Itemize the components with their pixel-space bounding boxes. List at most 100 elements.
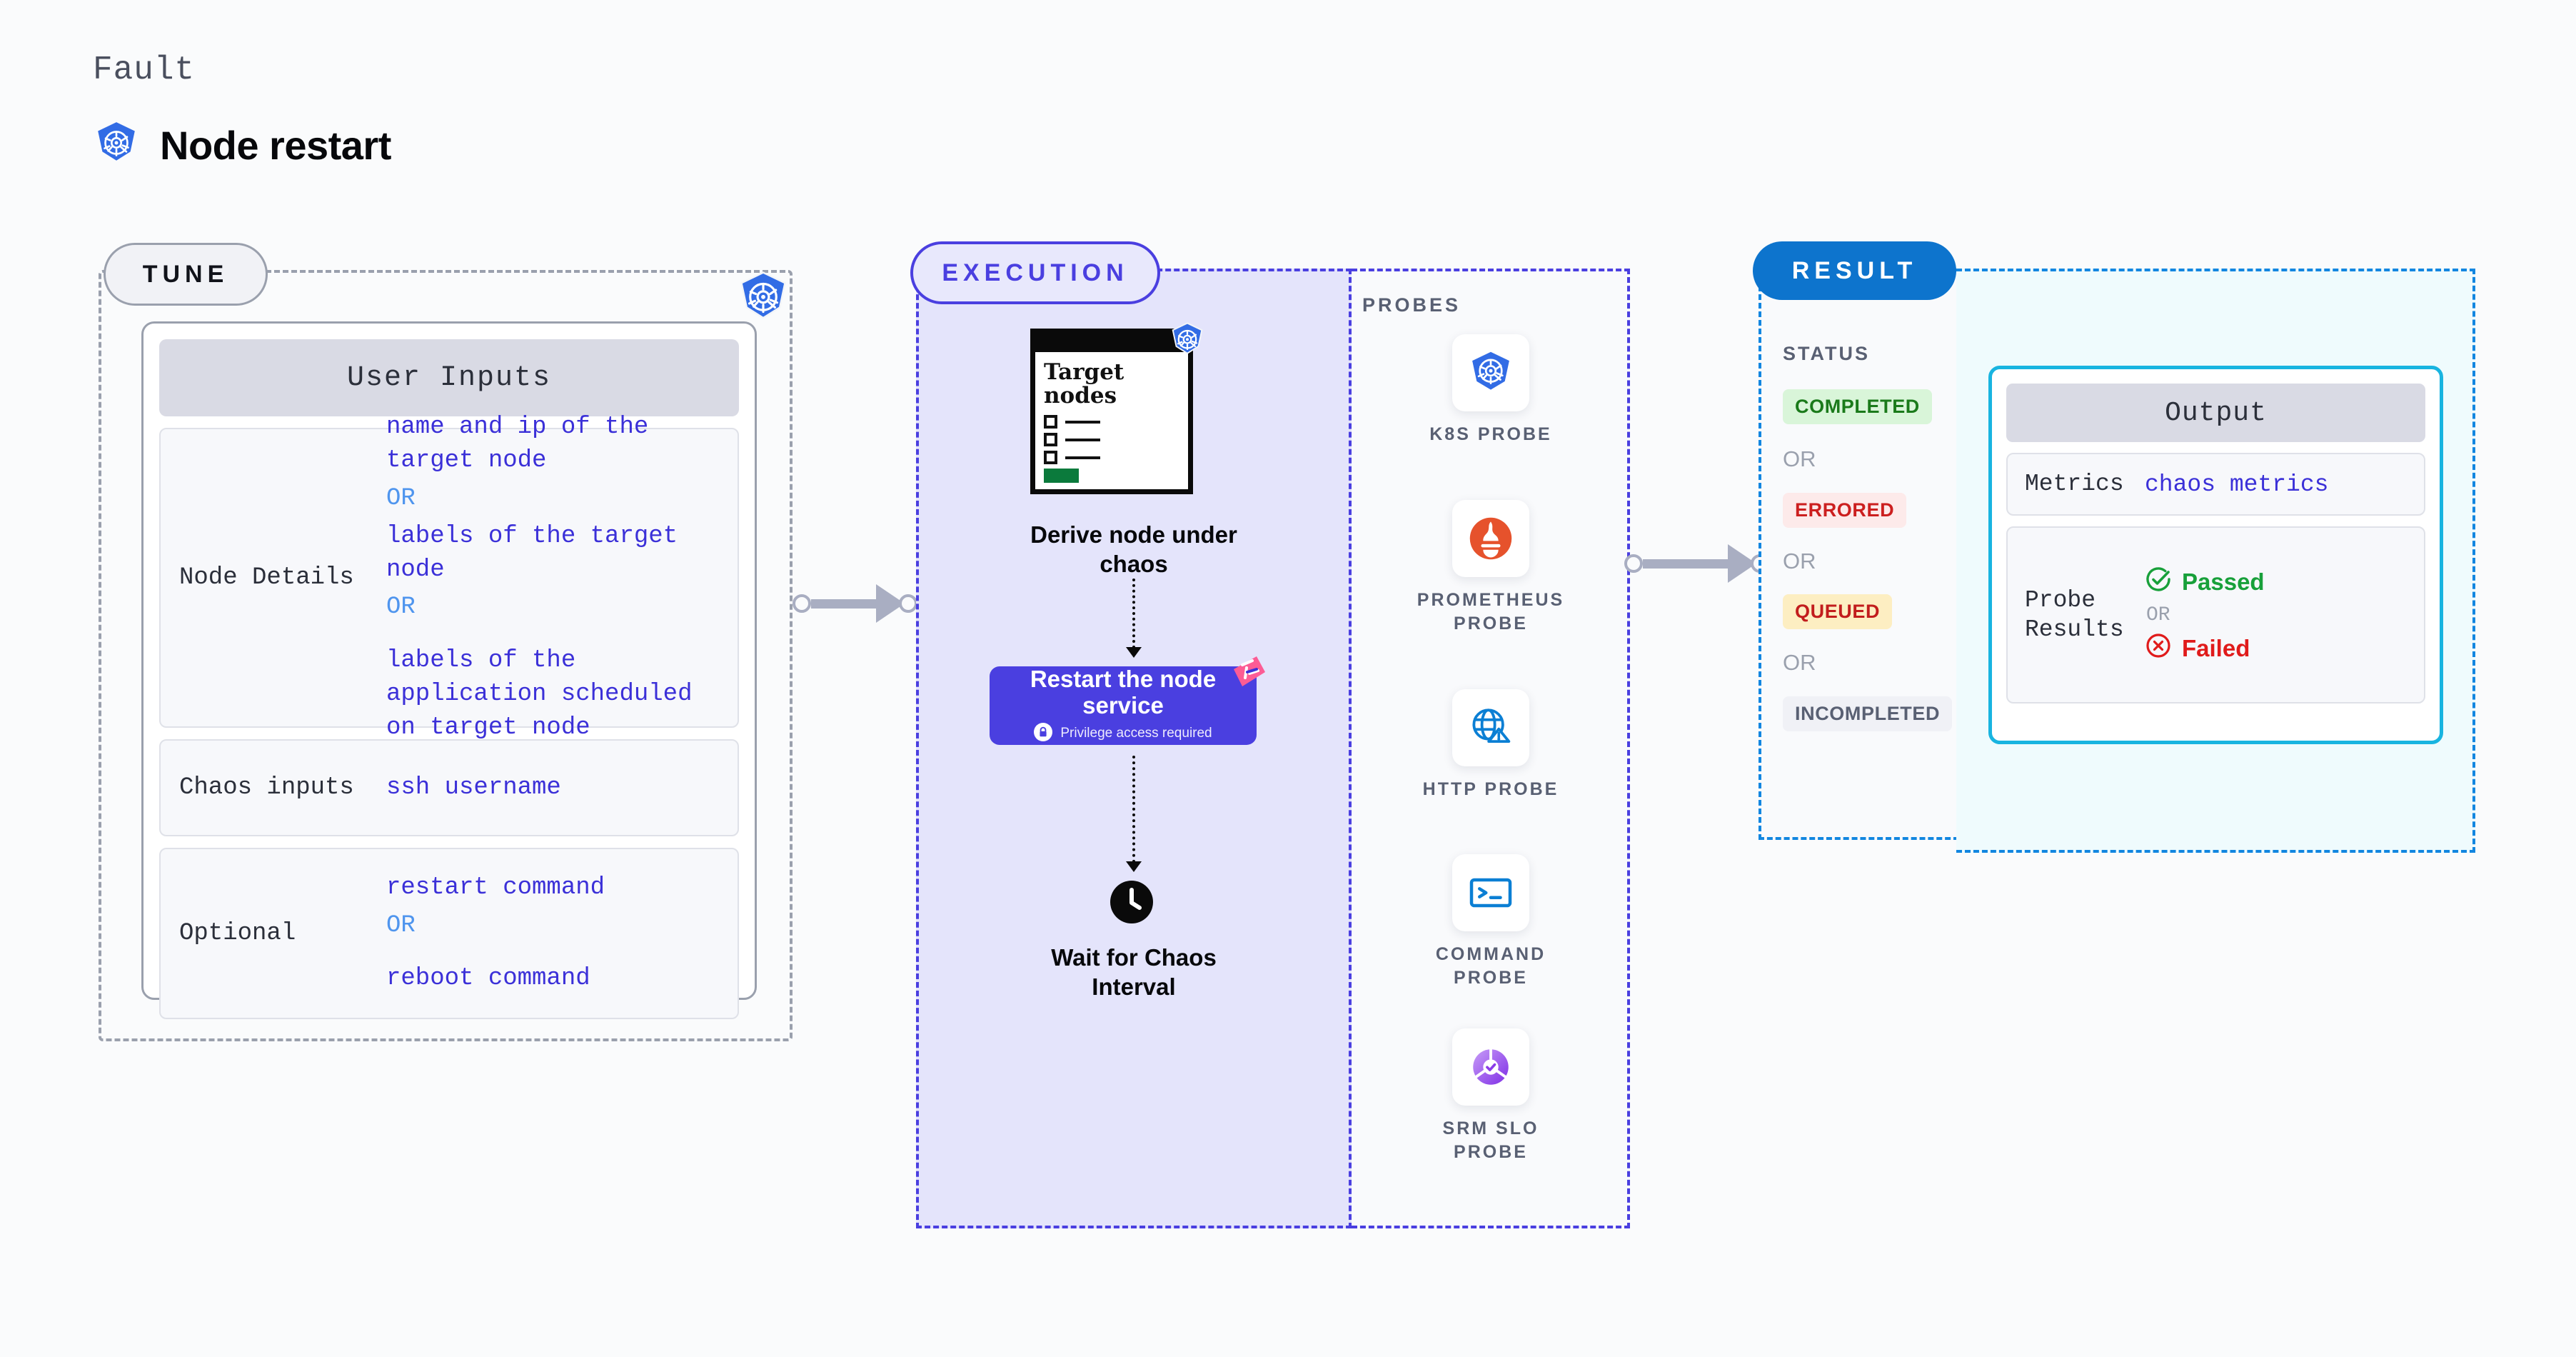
line-placeholder — [1065, 456, 1100, 459]
probes-title: PROBES — [1362, 294, 1461, 316]
flow-connector-2 — [1132, 756, 1135, 863]
slo-gauge-icon — [1452, 1028, 1529, 1106]
probe-label: K8S PROBE — [1429, 424, 1552, 444]
connector-execution-to-result — [1624, 544, 1769, 583]
checkbox-icon — [1044, 451, 1057, 465]
probe-label: COMMAND PROBE — [1435, 944, 1546, 988]
status-badge-incompleted: INCOMPLETED — [1783, 696, 1953, 731]
row-value: name and ip of the target node OR labels… — [386, 411, 719, 745]
or-separator: OR — [386, 594, 416, 621]
probe-command[interactable]: COMMAND PROBE — [1398, 854, 1584, 990]
or-separator: OR — [2146, 604, 2170, 626]
restart-node-service-step[interactable]: Restart the node service Privilege acces… — [990, 656, 1265, 745]
check-circle-icon — [2145, 566, 2172, 599]
line-placeholder — [1065, 420, 1100, 424]
connector-line — [811, 599, 877, 609]
connector-start-dot — [1624, 554, 1643, 573]
x-circle-icon — [2145, 632, 2172, 665]
node-details-value-2: labels of the target node — [386, 522, 678, 584]
kubernetes-icon — [93, 120, 140, 171]
flow-arrowhead-1 — [1126, 647, 1142, 658]
flow-connector-1 — [1132, 579, 1135, 649]
probe-http[interactable]: HTTP PROBE — [1398, 689, 1584, 801]
node-details-value-3: labels of the application scheduled on t… — [386, 647, 693, 742]
status-badge-errored: ERRORED — [1783, 493, 1907, 528]
checkbox-list — [1044, 415, 1179, 484]
harness-ribbon-icon — [1228, 655, 1268, 692]
list-item — [1044, 415, 1179, 429]
row-value: chaos metrics — [2145, 471, 2329, 498]
connector-end-dot — [899, 594, 917, 613]
probe-result-passed: Passed — [2145, 566, 2407, 599]
row-value: ssh username — [386, 771, 719, 805]
or-separator: OR — [1783, 549, 1816, 574]
probe-label: HTTP PROBE — [1422, 779, 1559, 799]
flow-arrowhead-2 — [1126, 861, 1142, 872]
checkbox-icon — [1044, 415, 1057, 429]
output-title: Output — [2006, 384, 2425, 442]
row-key: Node Details — [179, 564, 354, 591]
prometheus-icon — [1452, 500, 1529, 577]
row-key: Metrics — [2025, 471, 2124, 498]
lock-icon — [1034, 722, 1053, 745]
table-row: Chaos inputs ssh username — [159, 739, 739, 836]
probe-prometheus[interactable]: PROMETHEUS PROBE — [1398, 500, 1584, 636]
execution-stage-pill[interactable]: EXECUTION — [910, 241, 1160, 304]
privilege-note: Privilege access required — [1060, 726, 1212, 741]
tune-stage-pill[interactable]: TUNE — [104, 243, 268, 306]
row-value: Passed OR Failed — [2145, 566, 2407, 665]
fault-title-row: Node restart — [93, 120, 391, 171]
list-item — [1044, 451, 1179, 465]
result-stage-pill[interactable]: RESULT — [1753, 241, 1956, 300]
clock-icon — [1110, 880, 1154, 924]
probe-label: PROMETHEUS PROBE — [1417, 590, 1565, 634]
terminal-icon — [1452, 854, 1529, 931]
green-bar — [1044, 469, 1079, 484]
target-nodes-title: Target nodes — [1044, 359, 1125, 409]
connector-line — [1643, 559, 1729, 569]
or-separator: OR — [1783, 446, 1816, 471]
row-key: Chaos inputs — [179, 773, 354, 801]
wait-chaos-interval-label: Wait for Chaos Interval — [1051, 944, 1217, 1001]
status-badge-completed: COMPLETED — [1783, 389, 1932, 424]
probe-result-failed: Failed — [2145, 632, 2407, 665]
connector-tune-to-execution — [793, 584, 917, 623]
output-card: Output Metrics chaos metrics Probe Resul… — [1988, 366, 2443, 744]
derive-node-label: Derive node under chaos — [1030, 521, 1237, 578]
table-row: Optional restart command OR reboot comma… — [159, 848, 739, 1019]
optional-value-2: reboot command — [386, 965, 590, 993]
table-row: Probe Results Passed OR Failed — [2006, 526, 2425, 703]
card-titlebar — [1035, 334, 1188, 352]
probe-k8s[interactable]: K8S PROBE — [1398, 334, 1584, 446]
checkbox-icon — [1044, 433, 1057, 447]
table-row: Metrics chaos metrics — [2006, 453, 2425, 516]
or-separator: OR — [386, 911, 416, 939]
globe-warning-icon — [1452, 689, 1529, 766]
probe-pass-label: Passed — [2182, 568, 2265, 595]
user-inputs-card: User Inputs Node Details name and ip of … — [141, 321, 757, 1019]
line-placeholder — [1065, 438, 1100, 441]
status-badge-queued: QUEUED — [1783, 594, 1893, 629]
user-inputs-title: User Inputs — [159, 339, 739, 416]
or-separator: OR — [1783, 650, 1816, 675]
chaos-inputs-value: ssh username — [386, 773, 561, 801]
row-value: restart command OR reboot command — [386, 871, 719, 996]
row-key: Optional — [179, 919, 296, 947]
probe-fail-label: Failed — [2182, 634, 2250, 661]
probe-srm-slo[interactable]: SRM SLO PROBE — [1398, 1028, 1584, 1164]
kubernetes-icon — [1452, 334, 1529, 411]
restart-step-label: Restart the node service — [1030, 666, 1217, 718]
target-nodes-card: Target nodes — [1030, 329, 1193, 494]
kubernetes-icon — [735, 270, 791, 326]
kubernetes-icon — [1169, 321, 1206, 359]
fault-label: Fault — [93, 51, 196, 89]
probe-label: SRM SLO PROBE — [1442, 1118, 1539, 1162]
page-title: Node restart — [160, 123, 391, 168]
connector-start-dot — [793, 594, 811, 613]
status-title: STATUS — [1783, 343, 1870, 364]
row-key: Probe Results — [2025, 586, 2124, 643]
tune-panel — [99, 270, 793, 1041]
node-details-value-1: name and ip of the target node — [386, 413, 649, 474]
table-row: Node Details name and ip of the target n… — [159, 414, 739, 741]
result-status-panel — [1759, 269, 1959, 840]
